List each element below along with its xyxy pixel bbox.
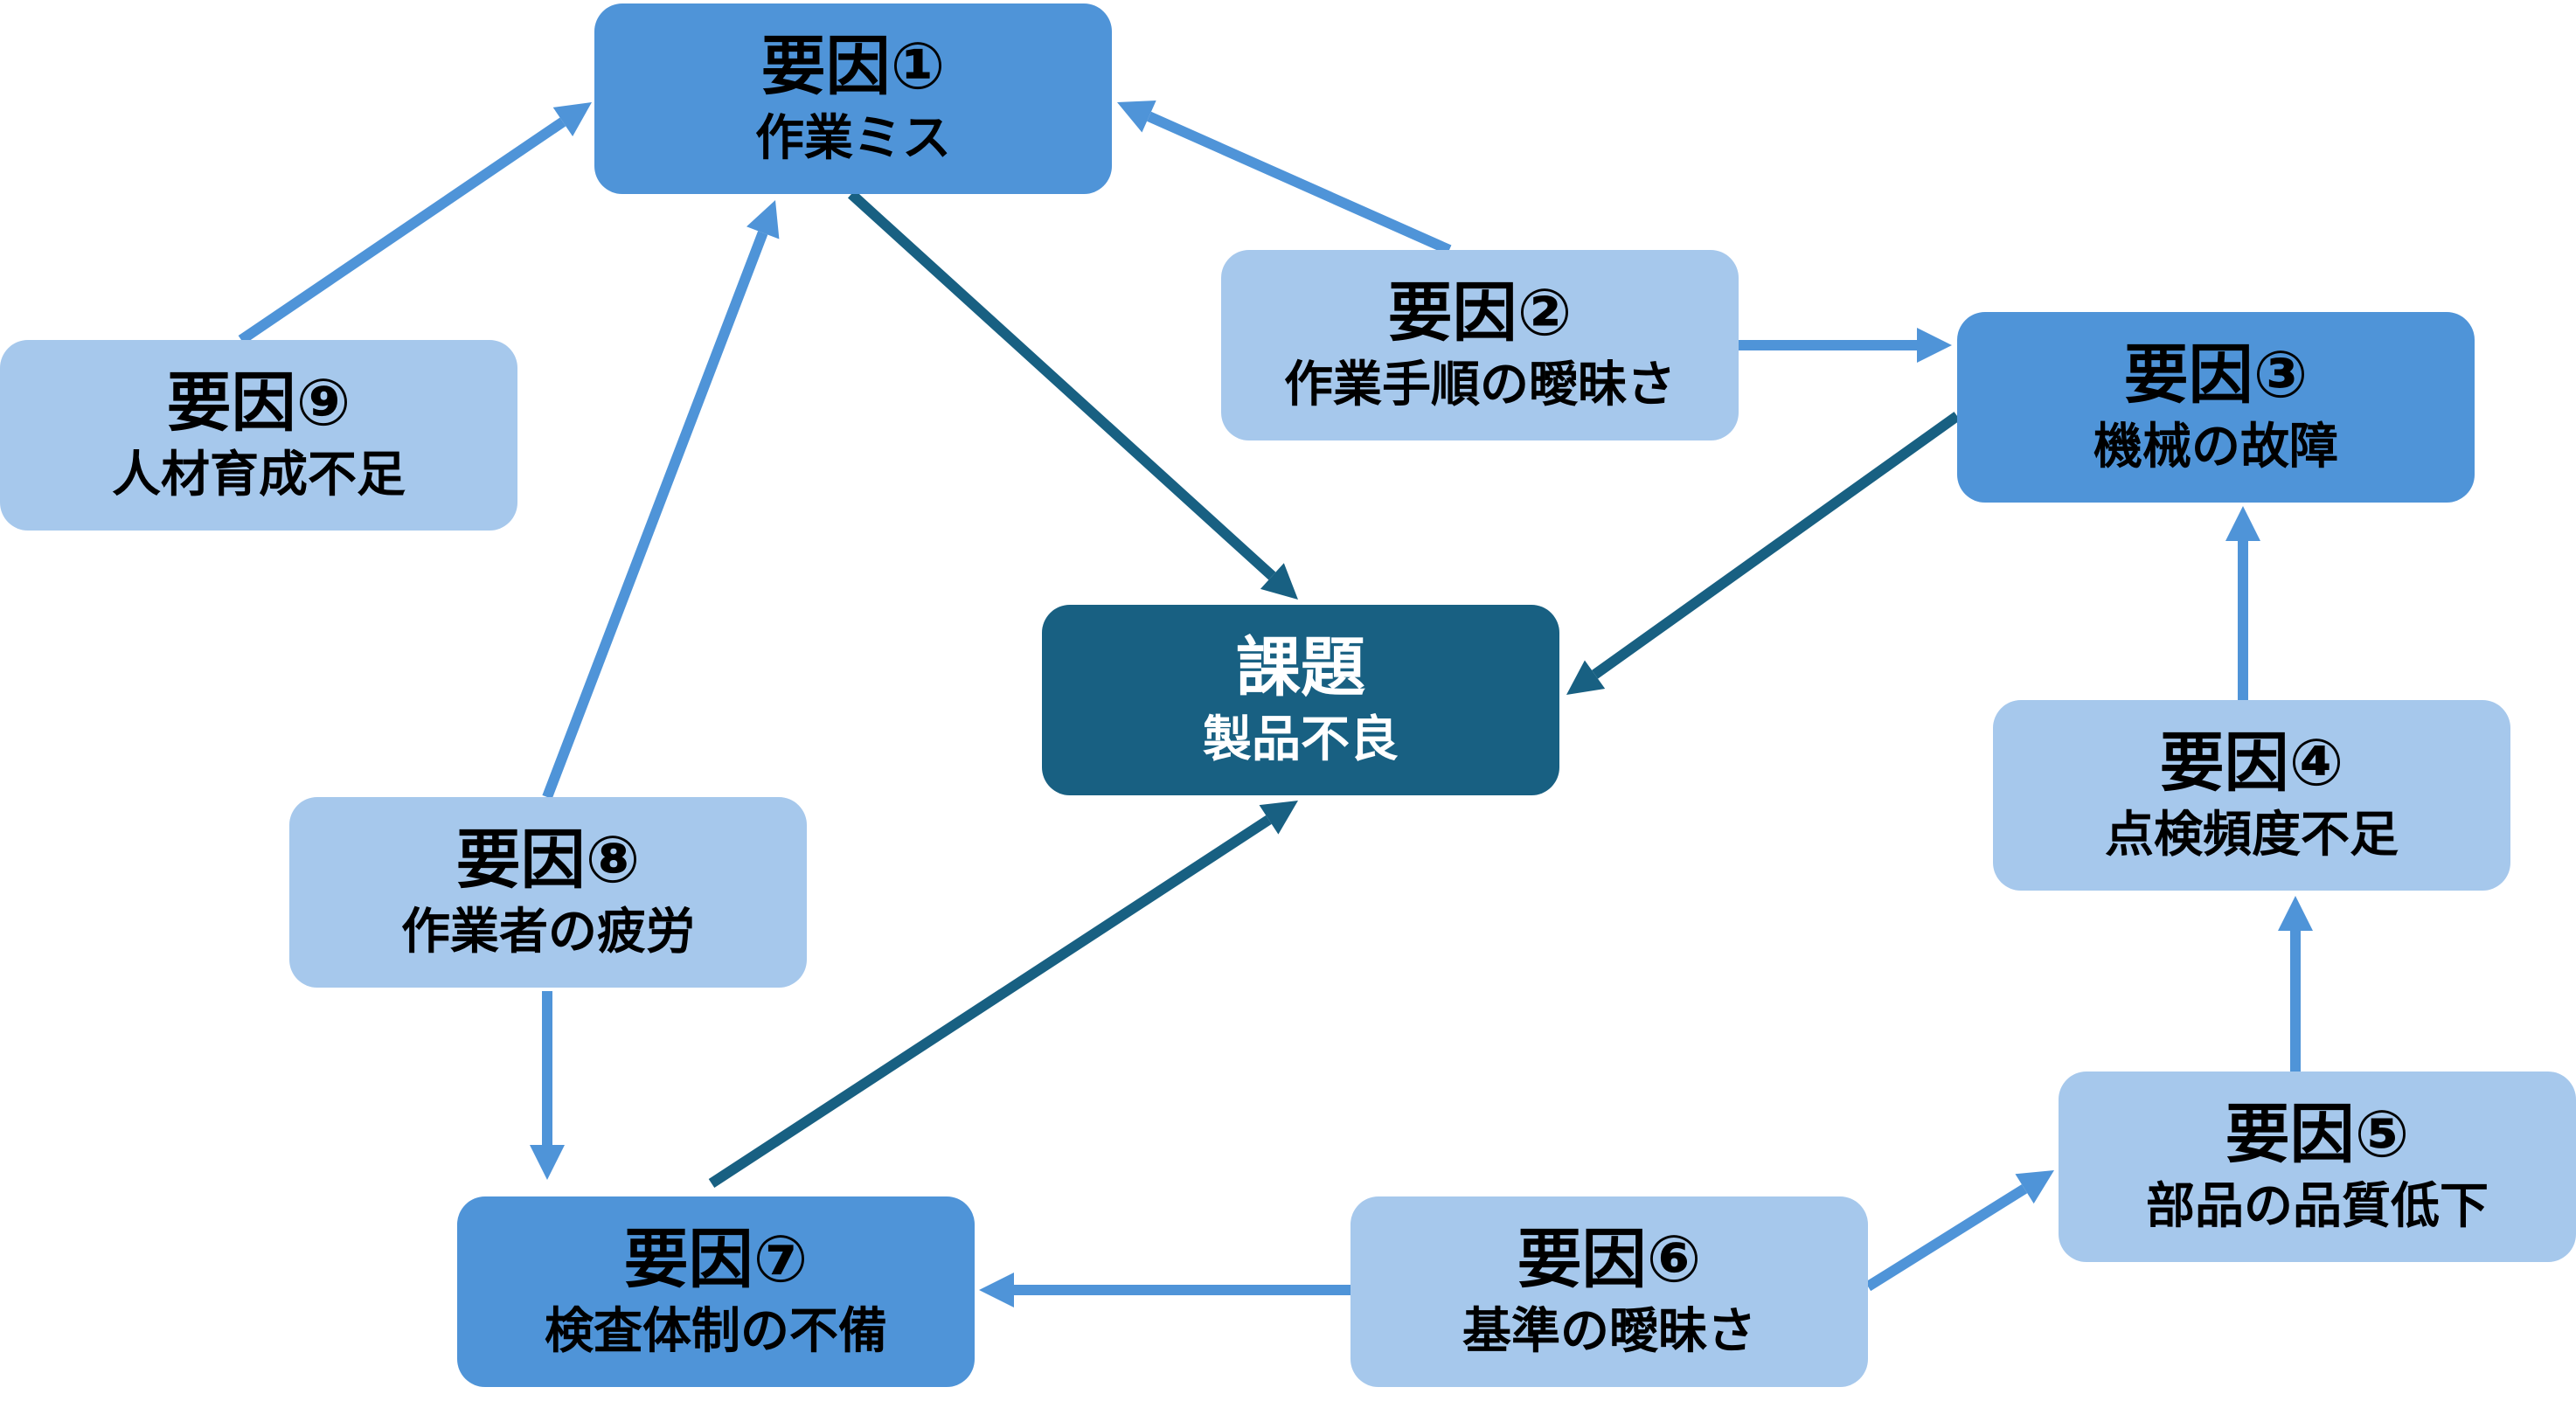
node-factor-4[interactable]: 要因④ 点検頻度不足 xyxy=(1993,700,2510,891)
node-label: 点検頻度不足 xyxy=(2105,806,2399,863)
arrowhead-f7-to-issue xyxy=(1259,801,1298,835)
node-label: 人材育成不足 xyxy=(112,446,406,503)
arrowhead-f3-to-issue xyxy=(1566,660,1606,695)
node-title: 要因⑤ xyxy=(2225,1096,2410,1172)
arrowhead-f5-to-f4 xyxy=(2278,896,2313,931)
arrowhead-f1-to-issue xyxy=(1260,563,1298,600)
node-label: 基準の曖昧さ xyxy=(1462,1302,1756,1360)
node-title: 要因① xyxy=(760,28,946,104)
node-title: 要因⑧ xyxy=(455,822,641,898)
node-label: 部品の品質低下 xyxy=(2146,1177,2489,1235)
node-title: 要因⑥ xyxy=(1517,1221,1702,1297)
node-label: 作業ミス xyxy=(755,109,951,167)
node-title: 要因④ xyxy=(2159,725,2344,801)
arrowhead-f8-to-f7 xyxy=(530,1145,565,1180)
node-issue[interactable]: 課題 製品不良 xyxy=(1042,605,1559,795)
arrowhead-f9-to-f1 xyxy=(552,102,592,137)
node-label: 検査体制の不備 xyxy=(545,1302,887,1360)
node-factor-9[interactable]: 要因⑨ 人材育成不足 xyxy=(0,340,517,531)
arrowhead-f4-to-f3 xyxy=(2225,506,2260,541)
edge-f3-to-issue xyxy=(1592,412,1961,679)
node-title: 要因③ xyxy=(2123,336,2309,413)
arrowhead-f6-to-f5 xyxy=(2015,1170,2054,1204)
node-factor-7[interactable]: 要因⑦ 検査体制の不備 xyxy=(457,1196,975,1387)
arrowhead-f2-to-f1 xyxy=(1117,100,1156,133)
node-factor-8[interactable]: 要因⑧ 作業者の疲労 xyxy=(289,797,807,988)
edge-f2-to-f1 xyxy=(1147,111,1452,255)
node-title: 要因⑨ xyxy=(166,364,351,440)
edge-f1-to-issue xyxy=(847,190,1276,580)
node-factor-1[interactable]: 要因① 作業ミス xyxy=(594,3,1112,194)
arrowhead-f8-to-f1 xyxy=(746,200,780,239)
node-label: 製品不良 xyxy=(1203,711,1399,768)
node-factor-3[interactable]: 要因③ 機械の故障 xyxy=(1957,312,2475,503)
edge-f8-to-f1 xyxy=(542,231,768,800)
node-title: 要因② xyxy=(1387,274,1573,350)
arrowhead-f2-to-f3 xyxy=(1917,328,1952,363)
arrowhead-f6-to-f7 xyxy=(979,1273,1014,1307)
node-title: 課題 xyxy=(1236,629,1365,705)
node-factor-6[interactable]: 要因⑥ 基準の曖昧さ xyxy=(1350,1196,1868,1387)
node-label: 作業者の疲労 xyxy=(401,903,695,961)
edge-f7-to-issue xyxy=(708,815,1272,1189)
node-label: 作業手順の曖昧さ xyxy=(1284,356,1676,413)
node-title: 要因⑦ xyxy=(623,1221,809,1297)
edge-f6-to-f5 xyxy=(1864,1184,2028,1292)
node-label: 機械の故障 xyxy=(2093,418,2338,475)
node-factor-5[interactable]: 要因⑤ 部品の品質低下 xyxy=(2059,1072,2576,1262)
edge-f9-to-f1 xyxy=(238,117,566,344)
node-factor-2[interactable]: 要因② 作業手順の曖昧さ xyxy=(1221,250,1739,440)
